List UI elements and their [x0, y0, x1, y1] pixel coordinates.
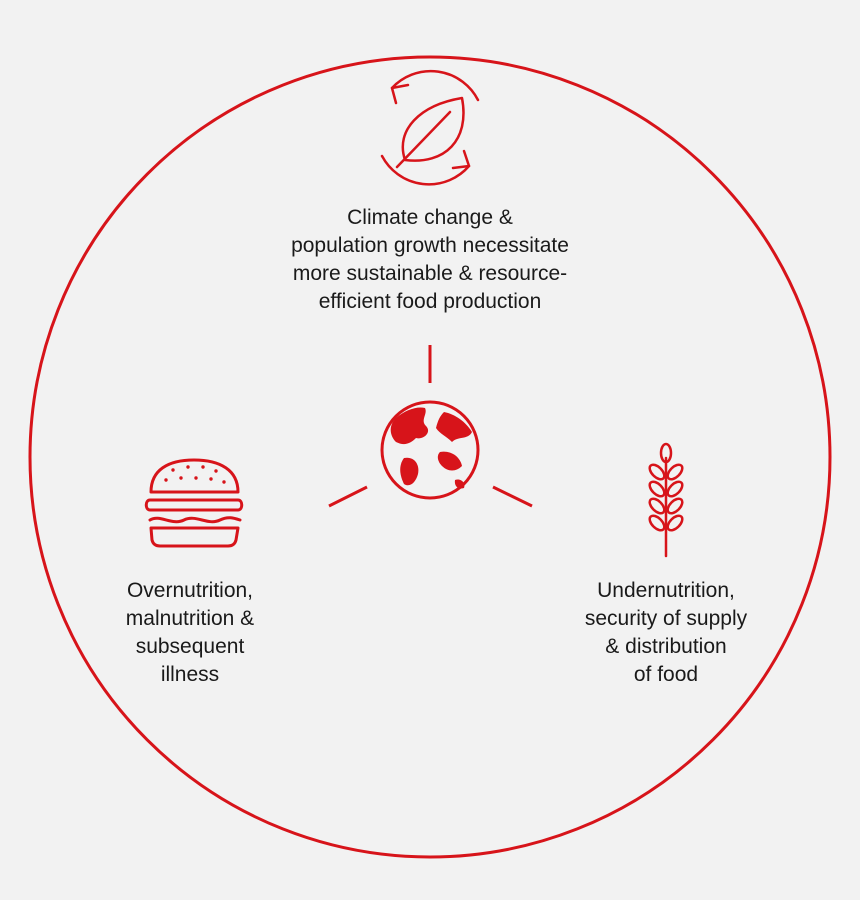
globe-icon: [380, 400, 480, 500]
left-label-line: subsequent: [135, 635, 245, 658]
outer-circle: [28, 55, 832, 859]
right-node-label: Undernutrition, security of supply & dis…: [560, 577, 772, 689]
right-label-line: Undernutrition,: [597, 579, 735, 602]
connector-lines: [328, 345, 533, 508]
connector-left: [328, 485, 368, 508]
burger-sesame-seeds: [164, 465, 226, 484]
right-label-line: of food: [633, 663, 699, 686]
wheat-icon: [648, 442, 684, 558]
top-label-line: population growth necessitate: [291, 234, 569, 257]
left-node-label: Overnutrition, malnutrition & subsequent…: [90, 577, 290, 689]
leaf-cycle-icon: [380, 69, 480, 186]
right-label-line: security of supply: [584, 607, 748, 630]
top-label-line: Climate change &: [347, 206, 513, 229]
top-label-line: efficient food production: [318, 290, 542, 313]
left-label-line: malnutrition &: [125, 607, 255, 630]
left-label-line: Overnutrition,: [126, 579, 254, 602]
top-node-label: Climate change & population growth neces…: [230, 204, 630, 316]
right-label-line: & distribution: [605, 635, 727, 658]
top-label-line: more sustainable & resource-: [292, 262, 568, 285]
left-label-line: illness: [160, 663, 220, 686]
burger-icon: [144, 458, 244, 548]
connector-right: [492, 485, 533, 508]
